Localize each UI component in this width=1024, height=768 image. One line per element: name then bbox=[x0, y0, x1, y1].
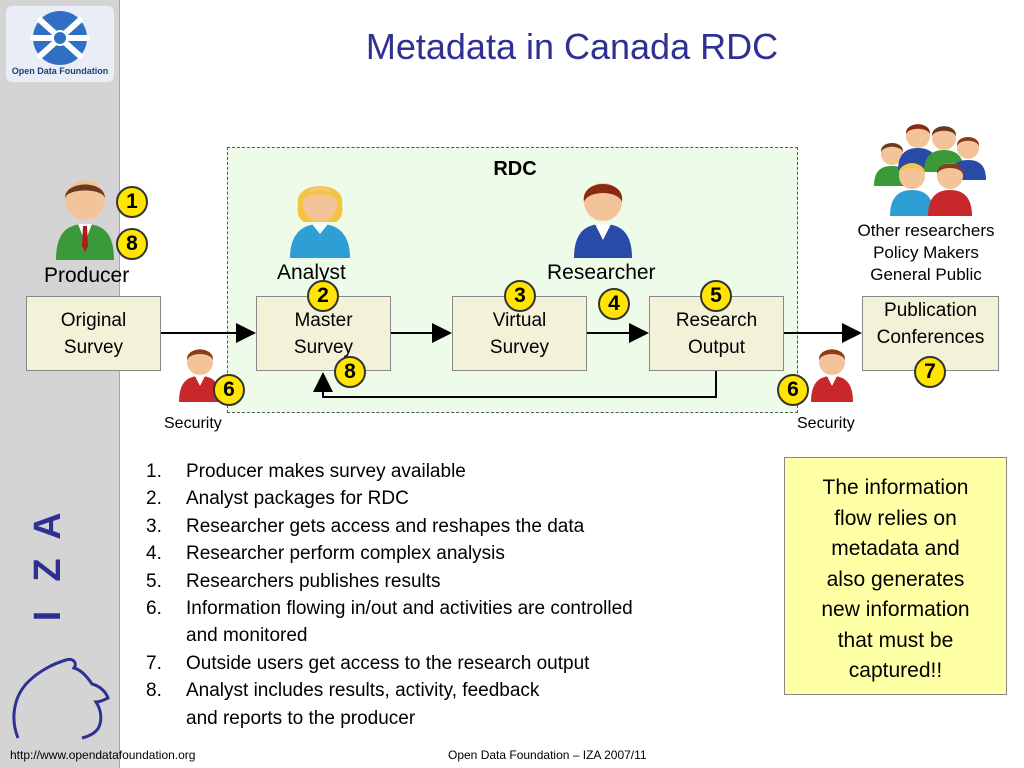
producer-label: Producer bbox=[44, 264, 130, 287]
open-data-foundation-logo bbox=[6, 6, 114, 82]
list-item: 7. Outside users get access to the resear… bbox=[146, 650, 746, 677]
producer-person-icon bbox=[56, 180, 114, 260]
step-number: 8. bbox=[146, 680, 162, 702]
step-number: 3. bbox=[146, 515, 162, 537]
researcher-label: Researcher bbox=[547, 261, 656, 284]
step-text-continued: and reports to the producer bbox=[186, 707, 416, 729]
callout-line: The information bbox=[822, 476, 969, 499]
footer-url: http://www.opendatafoundation.org bbox=[10, 748, 196, 762]
list-item: 4. Researcher perform complex analysis bbox=[146, 540, 746, 567]
box-line: Survey bbox=[293, 337, 354, 358]
list-item: 2. Analyst packages for RDC bbox=[146, 485, 746, 512]
box-line: Conferences bbox=[876, 327, 985, 348]
box-line: Master bbox=[294, 310, 353, 331]
research-output-box: Research Output bbox=[649, 296, 784, 371]
callout-line: flow relies on bbox=[834, 506, 957, 530]
badge-feedback-8: 8 bbox=[334, 356, 366, 388]
step-text: Researcher perform complex analysis bbox=[186, 543, 505, 565]
callout-line: also generates bbox=[826, 567, 965, 591]
iza-profile-icon bbox=[12, 658, 110, 740]
step-number: 4. bbox=[146, 543, 162, 565]
badge-producer-1: 1 bbox=[116, 186, 148, 218]
badge-output-5: 5 bbox=[700, 280, 732, 312]
page-title: Metadata in Canada RDC bbox=[365, 26, 779, 67]
step-number: 7. bbox=[146, 652, 162, 674]
box-line: Virtual bbox=[492, 310, 547, 331]
step-text: Analyst packages for RDC bbox=[186, 488, 409, 510]
badge-publication-7: 7 bbox=[914, 356, 946, 388]
step-text-continued: and monitored bbox=[186, 625, 308, 647]
audience-line: Policy Makers bbox=[873, 243, 979, 262]
callout-line: new information bbox=[821, 598, 970, 621]
step-text: Analyst includes results, activity, feed… bbox=[186, 680, 540, 702]
audience-line: General Public bbox=[870, 265, 982, 284]
badge-security-left-6: 6 bbox=[213, 374, 245, 406]
badge-producer-8: 8 bbox=[116, 228, 148, 260]
rdc-label: RDC bbox=[493, 158, 537, 180]
other-audiences: Other researchers Policy Makers General … bbox=[836, 220, 1016, 286]
list-item: 1. Producer makes survey available bbox=[146, 458, 746, 485]
info-callout: The information flow relies on metadata … bbox=[784, 457, 1007, 695]
box-line: Research bbox=[675, 310, 758, 331]
step-number: 6. bbox=[146, 598, 162, 620]
iza-letter-i: I bbox=[28, 611, 69, 622]
list-item: 6. Information flowing in/out and activit… bbox=[146, 595, 746, 650]
callout-line: that must be bbox=[837, 628, 954, 652]
iza-logo-letters: A Z I bbox=[28, 512, 69, 622]
badge-security-right-6: 6 bbox=[777, 374, 809, 406]
step-number: 5. bbox=[146, 570, 162, 592]
step-number: 2. bbox=[146, 488, 162, 510]
researcher-person-icon bbox=[574, 183, 632, 258]
group-people-icon bbox=[874, 124, 986, 216]
list-item: 8. Analyst includes results, activity, fe… bbox=[146, 677, 746, 732]
box-line: Survey bbox=[489, 337, 550, 358]
box-line: Output bbox=[687, 337, 746, 358]
box-line: Original bbox=[60, 310, 127, 331]
analyst-person-icon bbox=[290, 186, 350, 258]
box-line: Publication bbox=[884, 300, 977, 321]
step-number: 1. bbox=[146, 461, 162, 482]
step-text: Producer makes survey available bbox=[186, 461, 466, 482]
step-text: Researcher gets access and reshapes the … bbox=[186, 515, 585, 537]
security-right-person-icon bbox=[811, 349, 853, 402]
list-item: 5. Researchers publishes results bbox=[146, 568, 746, 595]
callout-line: metadata and bbox=[831, 537, 960, 560]
list-item: 3. Researcher gets access and reshapes th… bbox=[146, 513, 746, 540]
security-left-person-icon bbox=[179, 349, 221, 402]
badge-master-2: 2 bbox=[307, 280, 339, 312]
callout-line: captured!! bbox=[848, 659, 943, 682]
original-survey-box: Original Survey bbox=[26, 296, 161, 371]
step-text: Information flowing in/out and activitie… bbox=[186, 598, 633, 620]
footer-credit: Open Data Foundation – IZA 2007/11 bbox=[448, 748, 647, 762]
steps-list: 1. Producer makes survey available 2. Anal… bbox=[146, 458, 746, 732]
badge-analysis-4: 4 bbox=[598, 288, 630, 320]
step-text: Outside users get access to the research… bbox=[186, 652, 590, 674]
step-text: Researchers publishes results bbox=[186, 570, 441, 592]
logo-text: Open Data Foundation bbox=[11, 66, 109, 76]
audience-line: Other researchers bbox=[857, 221, 995, 240]
iza-letter-a: A bbox=[28, 512, 69, 539]
iza-letter-z: Z bbox=[28, 558, 69, 581]
analyst-label: Analyst bbox=[277, 261, 346, 284]
sidebar: Open Data Foundation A Z I bbox=[0, 0, 120, 768]
box-line: Survey bbox=[63, 337, 124, 358]
badge-virtual-3: 3 bbox=[504, 280, 536, 312]
security-right-label: Security bbox=[797, 415, 855, 432]
security-left-label: Security bbox=[164, 415, 222, 432]
